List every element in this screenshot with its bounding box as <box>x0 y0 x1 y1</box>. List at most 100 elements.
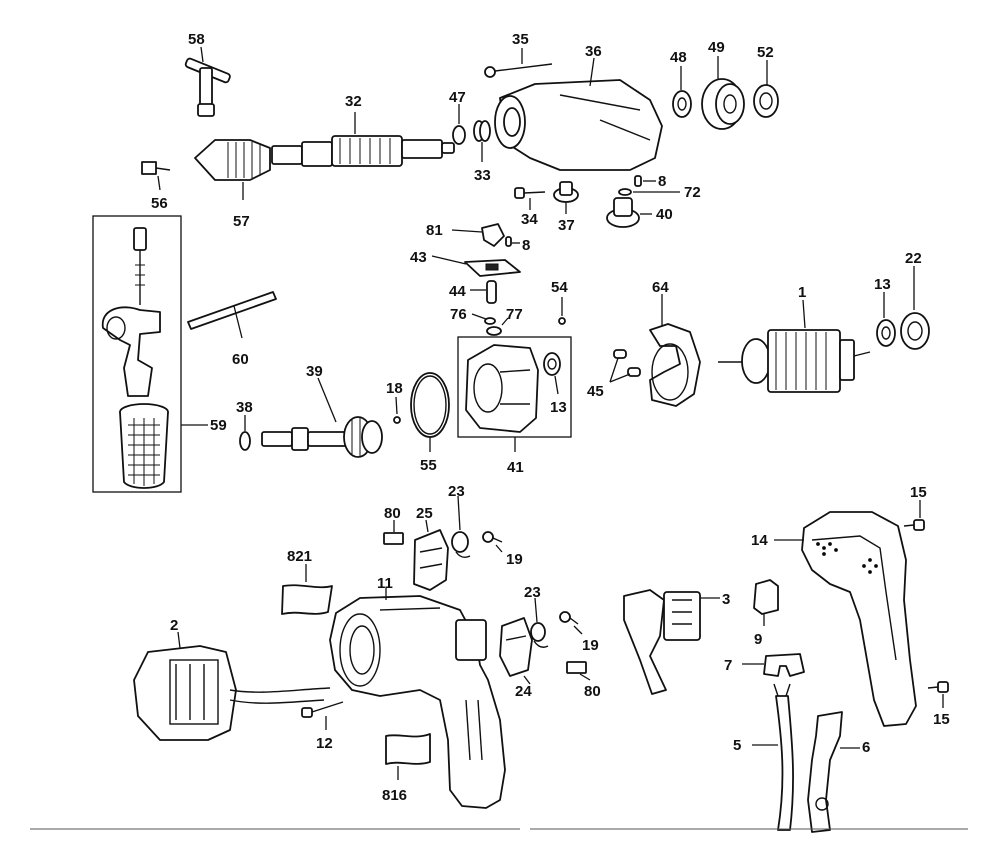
part-32-spindle <box>271 112 455 167</box>
part-12-screw <box>301 701 344 730</box>
part-48-washer <box>672 66 692 118</box>
part-41-gear-case-assembly <box>457 336 572 452</box>
callout-34: 34 <box>521 211 538 228</box>
callout-821: 821 <box>287 548 312 565</box>
callout-6: 6 <box>862 739 870 756</box>
callout-59: 59 <box>210 417 227 434</box>
part-7-cable-clamp <box>742 653 805 677</box>
part-14-handle-half <box>774 511 917 727</box>
part-19-screw-upper <box>482 531 503 553</box>
callout-55: 55 <box>420 457 437 474</box>
part-45-pins <box>609 349 641 383</box>
callout-23-upper: 23 <box>448 483 465 500</box>
callout-54: 54 <box>551 279 568 296</box>
callout-19-upper: 19 <box>506 551 523 568</box>
callout-57: 57 <box>233 213 250 230</box>
callout-11: 11 <box>377 575 393 592</box>
callout-13-upper: 13 <box>874 276 891 293</box>
callout-52: 52 <box>757 44 774 61</box>
part-49-gear <box>701 56 745 130</box>
part-3-switch <box>623 589 720 695</box>
callout-44: 44 <box>449 283 466 300</box>
part-37-selector-knob <box>553 181 579 214</box>
part-1-armature <box>718 299 871 393</box>
part-15-screw-upper <box>903 500 925 531</box>
part-5-power-cord <box>752 683 794 831</box>
part-9-capacitor <box>753 579 779 626</box>
callout-48: 48 <box>670 49 687 66</box>
part-81-lever <box>451 223 505 247</box>
part-821-label <box>281 564 333 615</box>
part-22-bearing <box>900 266 930 350</box>
part-44-pin <box>470 280 497 304</box>
callout-80-lower: 80 <box>584 683 601 700</box>
part-13-bearing <box>876 292 896 347</box>
part-19-screw-lower <box>559 611 583 635</box>
part-33-spring <box>473 120 491 162</box>
callout-72: 72 <box>684 184 701 201</box>
part-24-brush-holder <box>499 617 533 685</box>
callout-33: 33 <box>474 167 491 184</box>
part-55-o-ring <box>410 372 450 452</box>
part-56-screw <box>141 161 171 191</box>
callout-12: 12 <box>316 735 333 752</box>
callout-80-upper: 80 <box>384 505 401 522</box>
callout-43: 43 <box>410 249 427 266</box>
part-8-pin-lower <box>505 236 520 247</box>
callout-5: 5 <box>733 737 741 754</box>
callout-60: 60 <box>232 351 249 368</box>
callout-13-lower: 13 <box>550 399 567 416</box>
callout-19-lower: 19 <box>582 637 599 654</box>
part-76-washer <box>471 313 496 325</box>
callout-39: 39 <box>306 363 323 380</box>
callout-49: 49 <box>708 39 725 56</box>
callout-36: 36 <box>585 43 602 60</box>
callout-15-upper: 15 <box>910 484 927 501</box>
part-64-brush-ring <box>649 294 701 407</box>
callout-22: 22 <box>905 250 922 267</box>
part-36-gear-housing <box>494 57 663 171</box>
part-25-brush-holder <box>413 519 449 591</box>
callout-18: 18 <box>386 380 403 397</box>
part-39-intermediate-shaft <box>261 377 383 458</box>
callout-24: 24 <box>515 683 532 700</box>
callout-58: 58 <box>188 31 205 48</box>
callout-77: 77 <box>506 306 523 323</box>
part-2-field-stator <box>133 631 331 741</box>
callout-35: 35 <box>512 31 529 48</box>
callout-45: 45 <box>587 383 604 400</box>
callout-47: 47 <box>449 89 466 106</box>
part-47-ring <box>452 104 466 145</box>
part-80-carbon-brush-upper <box>383 520 404 545</box>
callout-8-upper: 8 <box>658 173 666 190</box>
callout-2: 2 <box>170 617 178 634</box>
part-34-screw <box>514 187 546 210</box>
part-72-o-ring <box>618 188 680 196</box>
callout-81: 81 <box>426 222 443 239</box>
callout-3: 3 <box>722 591 730 608</box>
callout-38: 38 <box>236 399 253 416</box>
part-38-washer <box>239 415 251 451</box>
callout-816: 816 <box>382 787 407 804</box>
callout-25: 25 <box>416 505 433 522</box>
part-58-chuck-key <box>184 46 231 117</box>
part-23-spring-lower <box>530 597 549 648</box>
part-6-cord-protector <box>807 711 860 833</box>
part-8-pin-upper <box>634 175 656 187</box>
part-816-label <box>385 733 431 780</box>
callout-23-lower: 23 <box>524 584 541 601</box>
callout-7: 7 <box>724 657 732 674</box>
part-23-spring-upper <box>451 495 471 559</box>
part-60-depth-rod <box>187 291 277 339</box>
part-54-ball <box>558 297 566 325</box>
part-15-screw-lower <box>927 681 949 708</box>
part-11-motor-housing <box>329 588 506 809</box>
part-80-carbon-brush-lower <box>566 661 591 681</box>
part-77-spring <box>486 317 509 336</box>
callout-14: 14 <box>751 532 768 549</box>
callout-56: 56 <box>151 195 168 212</box>
part-18-ring <box>393 396 401 424</box>
callout-32: 32 <box>345 93 362 110</box>
callout-40: 40 <box>656 206 673 223</box>
